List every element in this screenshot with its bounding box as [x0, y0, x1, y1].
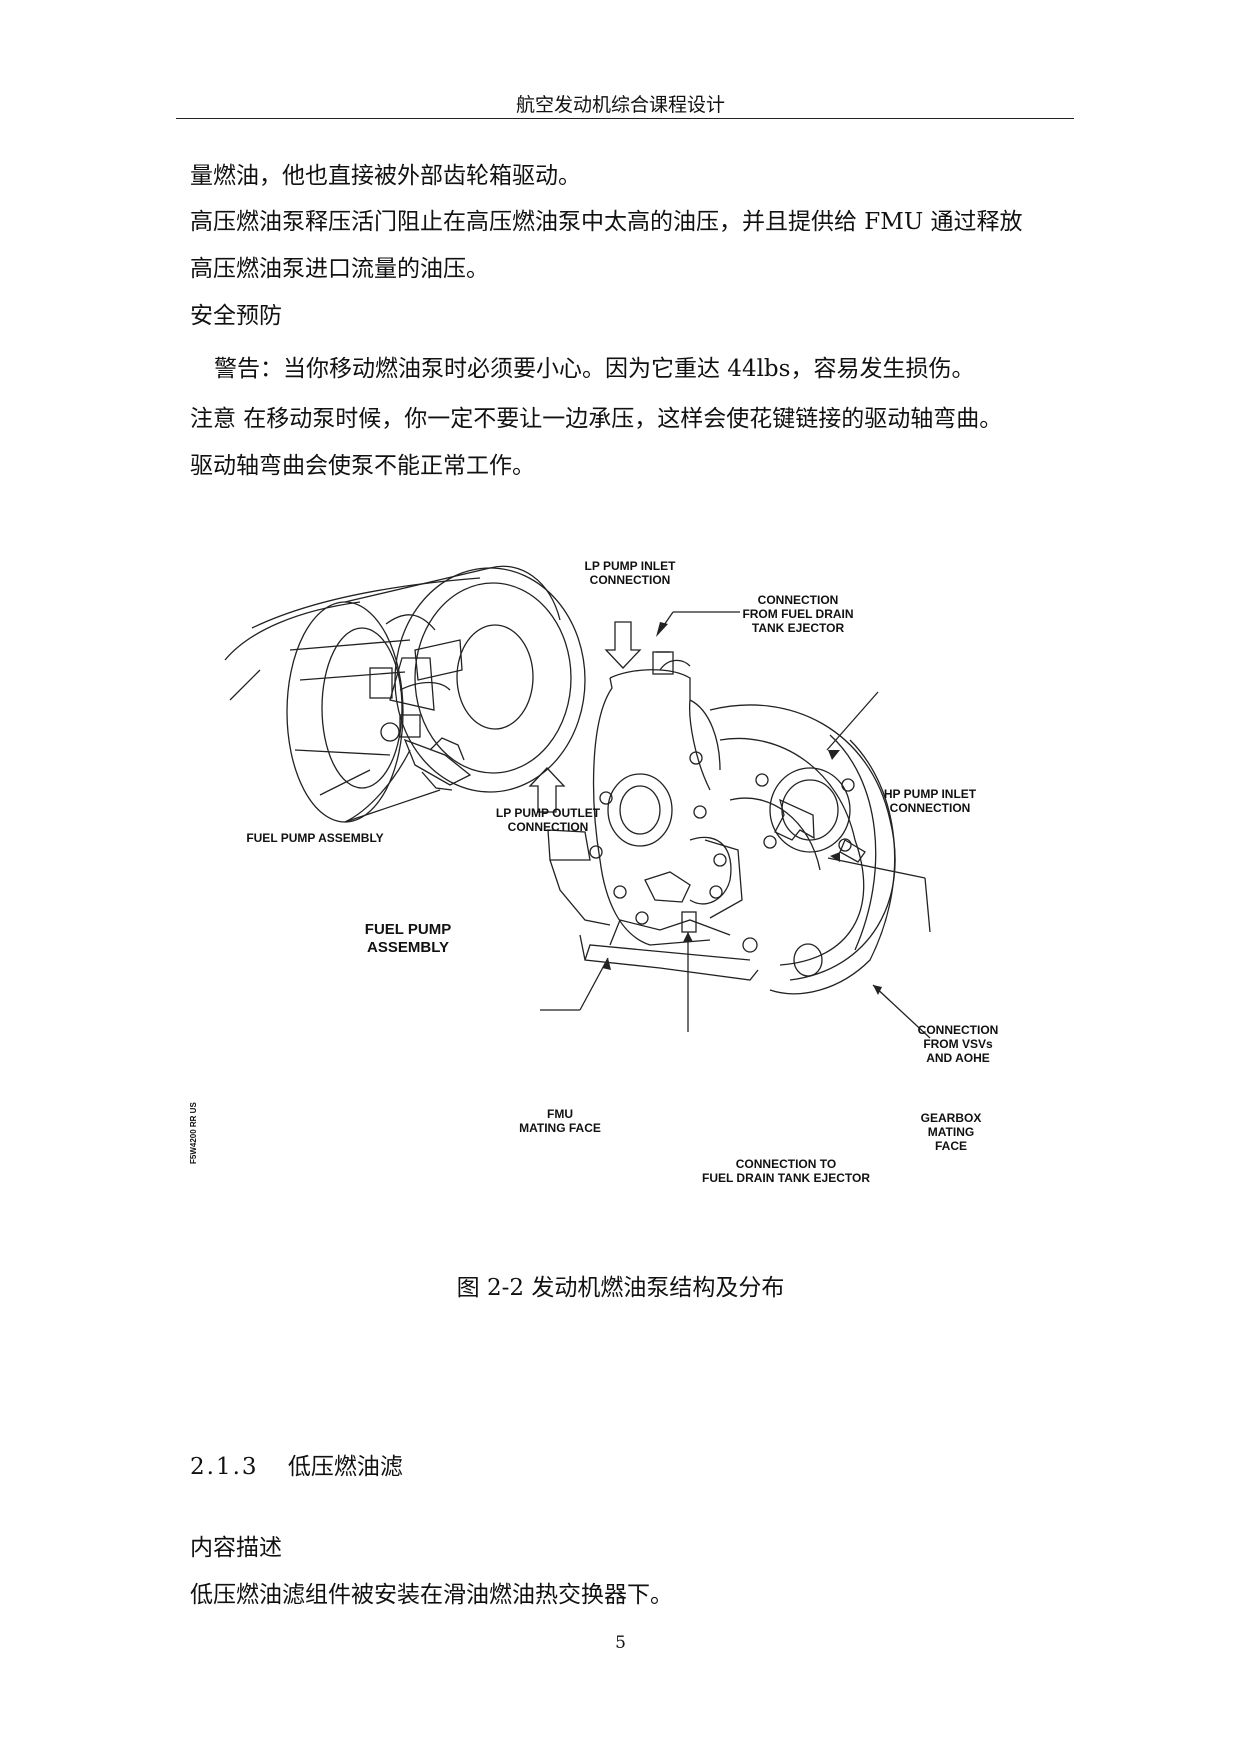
- note-line: 驱动轴弯曲会使泵不能正常工作。: [190, 453, 535, 479]
- label-fuel-pump-assembly-small: FUEL PUMP ASSEMBLY: [246, 831, 383, 845]
- paragraph-line: 高压燃油泵进口流量的油压。: [190, 256, 489, 282]
- note-line: 注意 在移动泵时候，你一定不要让一边承压，这样会使花键链接的驱动轴弯曲。: [190, 406, 1003, 432]
- paragraph-line: 高压燃油泵释压活门阻止在高压燃油泵中太高的油压，并且提供给 FMU 通过释放: [190, 209, 1023, 235]
- label-drain-connection: CONNECTION: [758, 593, 839, 607]
- paragraph-line: 量燃油，他也直接被外部齿轮箱驱动。: [190, 163, 581, 189]
- label-gearbox-mating-face: GEARBOX: [921, 1111, 982, 1125]
- label-lp-pump-inlet: LP PUMP INLET: [585, 559, 677, 573]
- figure-code: F5W4200 RR US: [190, 1102, 198, 1164]
- warning-line: 警告：当你移动燃油泵时必须要小心。因为它重达 44lbs，容易发生损伤。: [214, 356, 975, 382]
- header-rule: [176, 118, 1074, 119]
- label-fmu-mating-face: MATING FACE: [519, 1121, 601, 1135]
- content-text: 低压燃油滤组件被安装在滑油燃油热交换器下。: [190, 1582, 673, 1608]
- label-vsv-connection: CONNECTION: [918, 1023, 999, 1037]
- label-drain-connection: FROM FUEL DRAIN: [742, 607, 853, 621]
- label-drain-ejector-connection: CONNECTION TO: [736, 1157, 836, 1171]
- label-gearbox-mating-face: MATING: [928, 1125, 974, 1139]
- label-hp-pump-inlet: HP PUMP INLET: [884, 787, 977, 801]
- label-lp-pump-outlet: CONNECTION: [508, 820, 589, 834]
- label-drain-connection: TANK EJECTOR: [752, 621, 845, 635]
- fuel-pump-drawing: LP PUMP INLET CONNECTION CONNECTION FROM…: [189, 559, 999, 1185]
- page-number: 5: [615, 1633, 626, 1653]
- running-header: 航空发动机综合课程设计: [515, 94, 725, 116]
- label-vsv-connection: AND AOHE: [926, 1051, 990, 1065]
- fuel-pump-figure: LP PUMP INLET CONNECTION CONNECTION FROM…: [189, 540, 1060, 1200]
- label-fmu-mating-face: FMU: [547, 1107, 573, 1121]
- label-fuel-pump-assembly: ASSEMBLY: [367, 939, 449, 956]
- section-title: 低压燃油滤: [287, 1454, 403, 1480]
- label-lp-pump-inlet: CONNECTION: [590, 573, 671, 587]
- label-hp-pump-inlet: CONNECTION: [890, 801, 971, 815]
- label-vsv-connection: FROM VSVs: [923, 1037, 993, 1051]
- paragraph-heading: 安全预防: [190, 303, 282, 329]
- label-lp-pump-outlet: LP PUMP OUTLET: [496, 806, 601, 820]
- section-heading: 2.1.3 低压燃油滤: [190, 1447, 403, 1481]
- label-fuel-pump-assembly: FUEL PUMP: [365, 921, 451, 938]
- label-gearbox-mating-face: FACE: [935, 1139, 967, 1153]
- content-heading: 内容描述: [190, 1535, 282, 1561]
- figure-caption: 图 2-2 发动机燃油泵结构及分布: [456, 1275, 785, 1301]
- label-drain-ejector-connection: FUEL DRAIN TANK EJECTOR: [702, 1171, 870, 1185]
- section-number: 2.1.3: [190, 1454, 259, 1480]
